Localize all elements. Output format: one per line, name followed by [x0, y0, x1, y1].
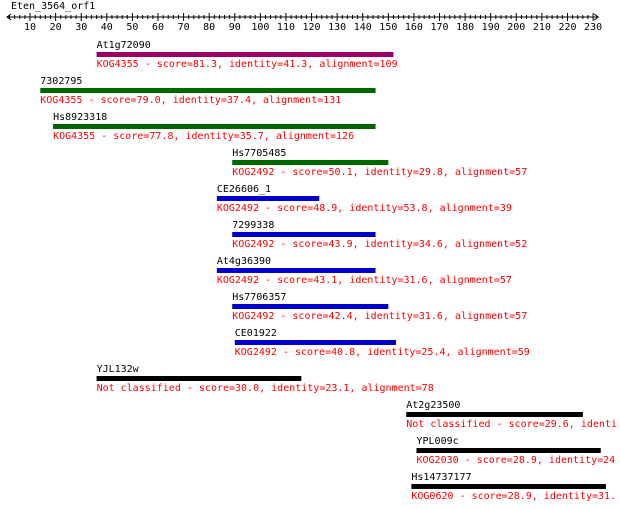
hit-name: At1g72090 — [97, 40, 151, 51]
hit-bar[interactable] — [234, 340, 397, 345]
ruler-tick-label: 40 — [101, 22, 113, 33]
hit-name: At4g36390 — [217, 256, 271, 267]
hit-name: Hs7705485 — [232, 148, 286, 159]
hit-score-text: KOG2492 - score=42.4, identity=31.6, ali… — [232, 311, 527, 322]
hit-bar[interactable] — [232, 304, 389, 309]
hit-score-text: Not classified - score=30.0, identity=23… — [97, 383, 434, 394]
hit-score-text: KOG4355 - score=81.3, identity=41.3, ali… — [97, 59, 398, 70]
hit-score-text: KOG2492 - score=48.9, identity=53.8, ali… — [217, 203, 512, 214]
hit-name: 7299338 — [232, 220, 274, 231]
ruler-tick-label: 10 — [24, 22, 36, 33]
hit-score-text: KOG2492 - score=40.8, identity=25.4, ali… — [235, 347, 530, 358]
ruler-tick-label: 50 — [126, 22, 138, 33]
hit-name: Hs14737177 — [411, 472, 471, 483]
hit-bar[interactable] — [411, 484, 606, 489]
hit-bar[interactable] — [53, 124, 376, 129]
ruler-tick-label: 170 — [430, 22, 448, 33]
hit-name: YPL009c — [416, 436, 458, 447]
hit-bar[interactable] — [416, 448, 601, 453]
hit-bar[interactable] — [216, 196, 320, 201]
ruler-tick-label: 200 — [507, 22, 525, 33]
hit-name: Hs8923318 — [53, 112, 107, 123]
hit-bar[interactable] — [96, 376, 302, 381]
hit-name: Hs7706357 — [232, 292, 286, 303]
ruler-tick-label: 90 — [229, 22, 241, 33]
hit-name: CE26606_1 — [217, 184, 271, 195]
ruler-tick-label: 180 — [456, 22, 474, 33]
hit-score-text: KOG2492 - score=43.9, identity=34.6, ali… — [232, 239, 527, 250]
ruler-tick-label: 120 — [303, 22, 321, 33]
ruler-tick-label: 100 — [251, 22, 269, 33]
ruler-tick-label: 60 — [152, 22, 164, 33]
ruler-tick-label: 140 — [354, 22, 372, 33]
ruler-tick-label: 190 — [482, 22, 500, 33]
hit-score-text: KOG0620 - score=28.9, identity=31. — [411, 491, 616, 502]
ruler-tick-label: 80 — [203, 22, 215, 33]
hit-score-text: KOG2030 - score=28.9, identity=24 — [416, 455, 615, 466]
hit-bar[interactable] — [232, 232, 376, 237]
sequence-ruler: 10 20 30 40 50 60 70 80 90 100 110 120 130 140 150 160 1… — [6, 13, 602, 33]
hit-bar[interactable] — [40, 88, 376, 93]
ruler-tick-label: 220 — [558, 22, 576, 33]
hit-score-text: KOG2492 - score=50.1, identity=29.8, ali… — [232, 167, 527, 178]
ruler-tick-label: 130 — [328, 22, 346, 33]
hit-name: At2g23500 — [406, 400, 460, 411]
ruler-tick-label: 70 — [178, 22, 190, 33]
ruler-tick-label: 110 — [277, 22, 295, 33]
hit-bar[interactable] — [216, 268, 376, 273]
hit-name: YJL132w — [97, 364, 140, 375]
ruler-tick-label: 160 — [405, 22, 423, 33]
ruler-tick-label: 230 — [584, 22, 602, 33]
ruler-tick-label: 210 — [533, 22, 551, 33]
ruler-tick-label: 30 — [75, 22, 87, 33]
hit-bar[interactable] — [232, 160, 389, 165]
ruler-arrow-right — [593, 13, 600, 21]
hit-name: 7302795 — [40, 76, 82, 87]
hit-name: CE01922 — [235, 328, 277, 339]
hit-bar[interactable] — [96, 52, 394, 57]
ruler-tick-label: 150 — [379, 22, 397, 33]
hit-score-text: Not classified - score=29.6, identi — [406, 419, 617, 430]
hit-score-text: KOG4355 - score=79.0, identity=37.4, ali… — [40, 95, 341, 106]
ruler-tick-label: 20 — [50, 22, 62, 33]
hit-bar[interactable] — [406, 412, 583, 417]
hit-score-text: KOG2492 - score=43.1, identity=31.6, ali… — [217, 275, 512, 286]
query-title: Eten_3564_orf1 — [11, 1, 95, 12]
hit-score-text: KOG4355 - score=77.8, identity=35.7, ali… — [53, 131, 354, 142]
